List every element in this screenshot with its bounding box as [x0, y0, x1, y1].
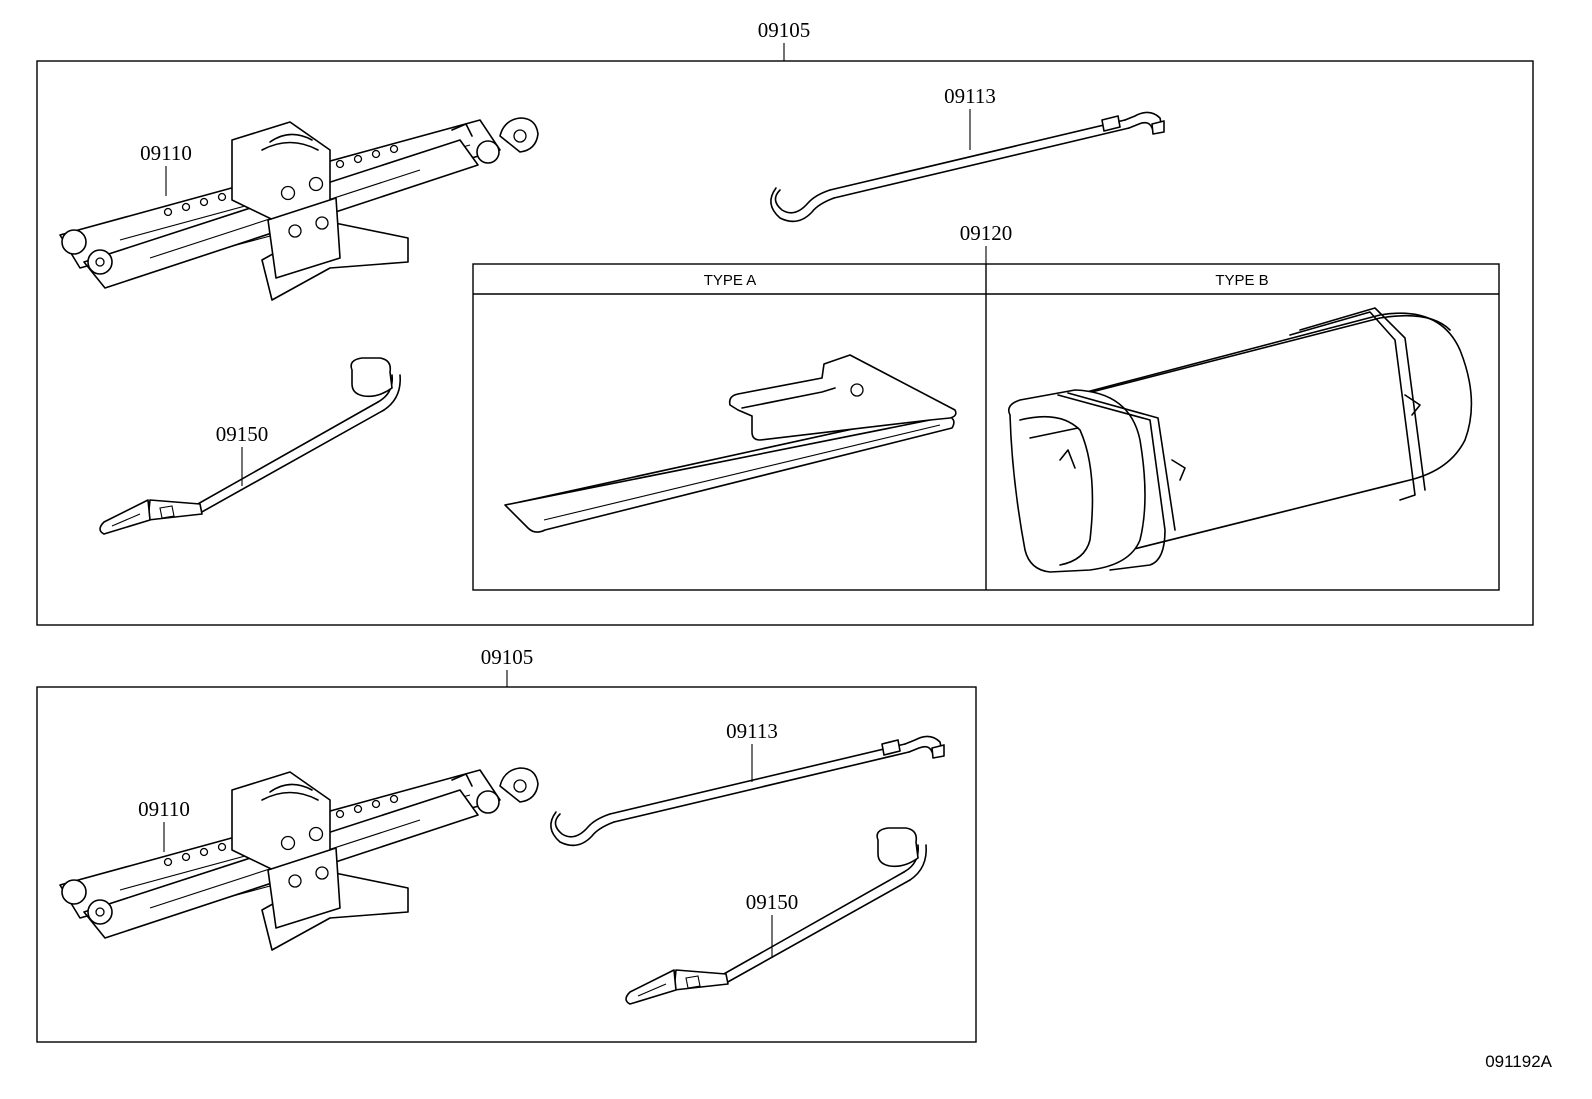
upper-jack-label: 09110: [140, 141, 192, 165]
lower-wrench-illustration: [625, 827, 928, 1005]
lower-group-frame: [36, 686, 977, 1043]
lower-group-label: 09105: [481, 645, 534, 669]
tool-bag-label: 09120: [960, 221, 1013, 245]
tool-bag-table: 09120 TYPE A TYPE B: [472, 221, 1500, 591]
upper-wrench-illustration: [99, 357, 402, 535]
upper-hook-illustration: [770, 111, 1165, 223]
upper-jack-illustration: [59, 117, 539, 301]
upper-group-frame: [36, 60, 1534, 626]
type-a-bag-illustration: [504, 354, 957, 533]
type-b-header: TYPE B: [1215, 272, 1268, 289]
lower-wrench-label: 09150: [746, 890, 799, 914]
diagram-id: 091192A: [1485, 1052, 1552, 1071]
lower-jack-illustration: [59, 767, 539, 951]
upper-group: 09105 09110 09113 09150 09120 TYPE A TYP…: [36, 18, 1534, 626]
lower-hook-label: 09113: [726, 719, 778, 743]
upper-wrench-label: 09150: [216, 422, 269, 446]
lower-group: 09105 09110 09113 09150: [36, 645, 977, 1043]
upper-hook-label: 09113: [944, 84, 996, 108]
lower-jack-label: 09110: [138, 797, 190, 821]
type-a-header: TYPE A: [704, 272, 757, 289]
type-b-bag-illustration: [1007, 307, 1473, 573]
upper-group-label: 09105: [758, 18, 811, 42]
